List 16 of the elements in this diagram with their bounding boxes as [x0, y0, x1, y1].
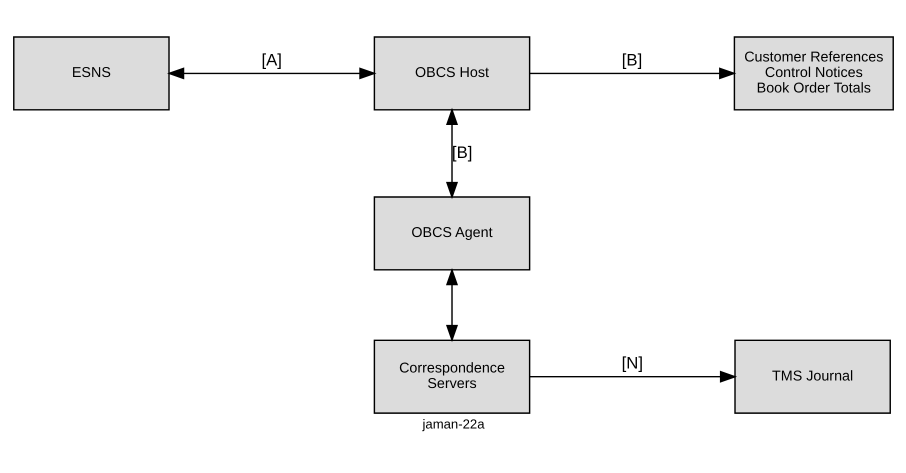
node-box: ESNS: [12, 36, 170, 110]
node-box: Customer References Control Notices Book Order Totals: [733, 36, 894, 110]
arrow: [529, 66, 736, 79]
arrow: [529, 370, 737, 382]
node-box: Correspondence Servers: [373, 339, 530, 414]
arrow: [445, 107, 458, 199]
node-box: TMS Journal: [734, 339, 890, 414]
edge-label: [B]: [621, 50, 642, 69]
arrow: [445, 268, 458, 342]
node-box: OBCS Agent: [373, 196, 530, 270]
edge-label: [B]: [451, 142, 472, 162]
edge-label: [N]: [621, 353, 642, 372]
arrow: [166, 66, 376, 79]
node-box: OBCS Host: [373, 36, 530, 110]
edge-label: [A]: [260, 50, 282, 69]
caption: jaman-22a: [422, 416, 484, 431]
